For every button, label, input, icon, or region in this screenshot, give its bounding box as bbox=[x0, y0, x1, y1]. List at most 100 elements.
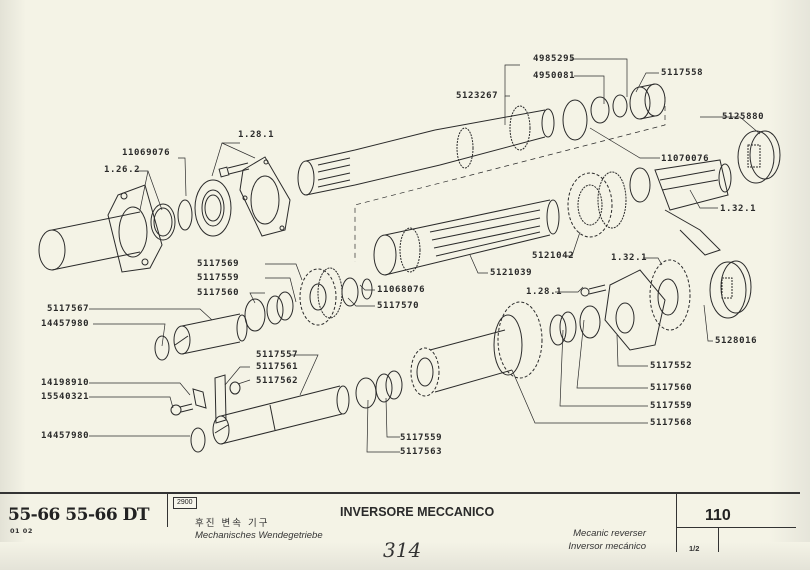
title-korean: 후진 변속 기구 bbox=[195, 518, 270, 529]
o-ring-14457980-b bbox=[190, 427, 206, 453]
callout-5117570: 5117570 bbox=[377, 301, 420, 311]
callout-5117568: 5117568 bbox=[650, 418, 693, 428]
handwritten-note: 314 bbox=[383, 538, 422, 562]
washer-5117570 bbox=[341, 277, 359, 307]
leader-5117558 bbox=[635, 72, 659, 93]
leader-5125880 bbox=[700, 116, 761, 135]
callout-5117559-b: 5117559 bbox=[650, 401, 693, 411]
leader-5117569 bbox=[265, 263, 303, 281]
callout-5117563: 5117563 bbox=[400, 447, 443, 457]
callout-14457980-b: 14457980 bbox=[41, 431, 90, 441]
title-block-divider-right bbox=[676, 492, 677, 552]
callout-15540321: 15540321 bbox=[41, 392, 90, 402]
roller-bearing-5117558 bbox=[629, 83, 666, 120]
callout-5117559-c: 5117559 bbox=[400, 433, 443, 443]
model-codes: 01 02 bbox=[10, 527, 33, 535]
callout-5117560-a: 5117560 bbox=[197, 288, 240, 298]
leader-5117560-b bbox=[576, 319, 648, 389]
model-designation: 55-66 55-66 DT bbox=[8, 505, 149, 525]
ball-bearing bbox=[194, 179, 232, 237]
callout-5121039: 5121039 bbox=[490, 268, 533, 278]
leader-5117561 bbox=[224, 366, 250, 386]
o-ring-14457980-a bbox=[154, 335, 170, 361]
snap-ring-11069076 bbox=[177, 199, 193, 231]
washer-5117560-b bbox=[579, 305, 601, 339]
leader-5117560-a bbox=[249, 292, 265, 304]
callout-1281-upper: 1.28.1 bbox=[238, 130, 275, 140]
leader-5121039 bbox=[469, 254, 488, 274]
assembly-dashed-outline bbox=[354, 97, 666, 262]
needle-bearing-5117559-c bbox=[375, 370, 403, 403]
gear-1321-lower bbox=[649, 259, 691, 331]
callout-5123267: 5123267 bbox=[456, 91, 499, 101]
needle-bearing-5117559-a bbox=[266, 291, 294, 325]
callout-5125880: 5125880 bbox=[722, 112, 765, 122]
title-english: Mecanic reverser bbox=[573, 528, 646, 539]
sheet-number: 1/2 bbox=[689, 544, 700, 553]
lock-plate-14198910 bbox=[192, 388, 207, 409]
leader-1321-mid bbox=[643, 257, 663, 266]
callout-5117558: 5117558 bbox=[661, 68, 704, 78]
leader-4950081 bbox=[574, 75, 605, 104]
callout-5128016: 5128016 bbox=[715, 336, 758, 346]
title-block-divider-left bbox=[167, 492, 168, 527]
leader-11070076 bbox=[589, 127, 660, 159]
leader-5117559-b bbox=[559, 329, 648, 407]
output-shaft-1321 bbox=[654, 159, 732, 256]
needle-bearing-5117559-b bbox=[549, 311, 577, 346]
bearing-cover-5117552 bbox=[604, 269, 666, 351]
leader-15540321 bbox=[89, 396, 174, 409]
bolt-15540321 bbox=[170, 403, 194, 416]
callout-5117560-b: 5117560 bbox=[650, 383, 693, 393]
shaft-5117557 bbox=[212, 385, 350, 445]
callout-4950081: 4950081 bbox=[533, 71, 576, 81]
shaft-5117567 bbox=[173, 313, 248, 355]
leader-1321-top bbox=[689, 189, 718, 209]
title-block-sheet-divider bbox=[718, 527, 719, 552]
leader-5117557 bbox=[290, 354, 319, 396]
circlip-upper-right bbox=[629, 167, 651, 203]
seal-1262 bbox=[150, 203, 176, 241]
coupling-5125880 bbox=[737, 130, 781, 184]
callout-5117561: 5117561 bbox=[256, 362, 299, 372]
splined-shaft-5121039 bbox=[373, 199, 560, 276]
leader-1281-mid bbox=[555, 286, 584, 293]
title-block-top-rule bbox=[0, 492, 800, 494]
gear-5121042 bbox=[567, 171, 627, 238]
leader-5117552 bbox=[616, 334, 648, 367]
leader-1281-top bbox=[211, 142, 240, 177]
leader-5121042 bbox=[563, 231, 581, 257]
title-german: Mechanisches Wendegetriebe bbox=[195, 530, 323, 541]
leader-5117567 bbox=[89, 308, 213, 321]
callout-1321-upper: 1.32.1 bbox=[720, 204, 757, 214]
callout-5117562: 5117562 bbox=[256, 376, 299, 386]
cluster-gear-5117568 bbox=[410, 301, 543, 397]
leader-11069076 bbox=[178, 157, 187, 197]
callout-5117557: 5117557 bbox=[256, 350, 299, 360]
washer-5117560-a bbox=[244, 298, 266, 332]
callout-5117569: 5117569 bbox=[197, 259, 240, 269]
flange-housing bbox=[38, 184, 163, 273]
bushing-4950081 bbox=[590, 96, 610, 124]
page-number: 110 bbox=[705, 507, 731, 524]
callout-5121042: 5121042 bbox=[532, 251, 575, 261]
coupling-5128016 bbox=[709, 260, 752, 319]
circlip-11070076 bbox=[562, 99, 588, 141]
cover-plate bbox=[239, 156, 291, 237]
scan-edge-bottom bbox=[0, 542, 810, 570]
leader-5117570 bbox=[347, 297, 375, 307]
callout-11069076: 11069076 bbox=[122, 148, 171, 158]
bolt-1281 bbox=[218, 162, 250, 178]
group-code-box: 2900 bbox=[173, 497, 197, 509]
title-spanish: Inversor mecánico bbox=[568, 541, 646, 552]
gear-5117569 bbox=[299, 267, 343, 326]
callout-11068076: 11068076 bbox=[377, 285, 426, 295]
leader-5123267 bbox=[504, 64, 520, 97]
callout-11070076: 11070076 bbox=[661, 154, 710, 164]
ring-4985295 bbox=[612, 94, 628, 118]
leader-5128016 bbox=[703, 304, 713, 342]
leader-1281-top-b bbox=[221, 142, 256, 159]
callout-14457980-a: 14457980 bbox=[41, 319, 90, 329]
